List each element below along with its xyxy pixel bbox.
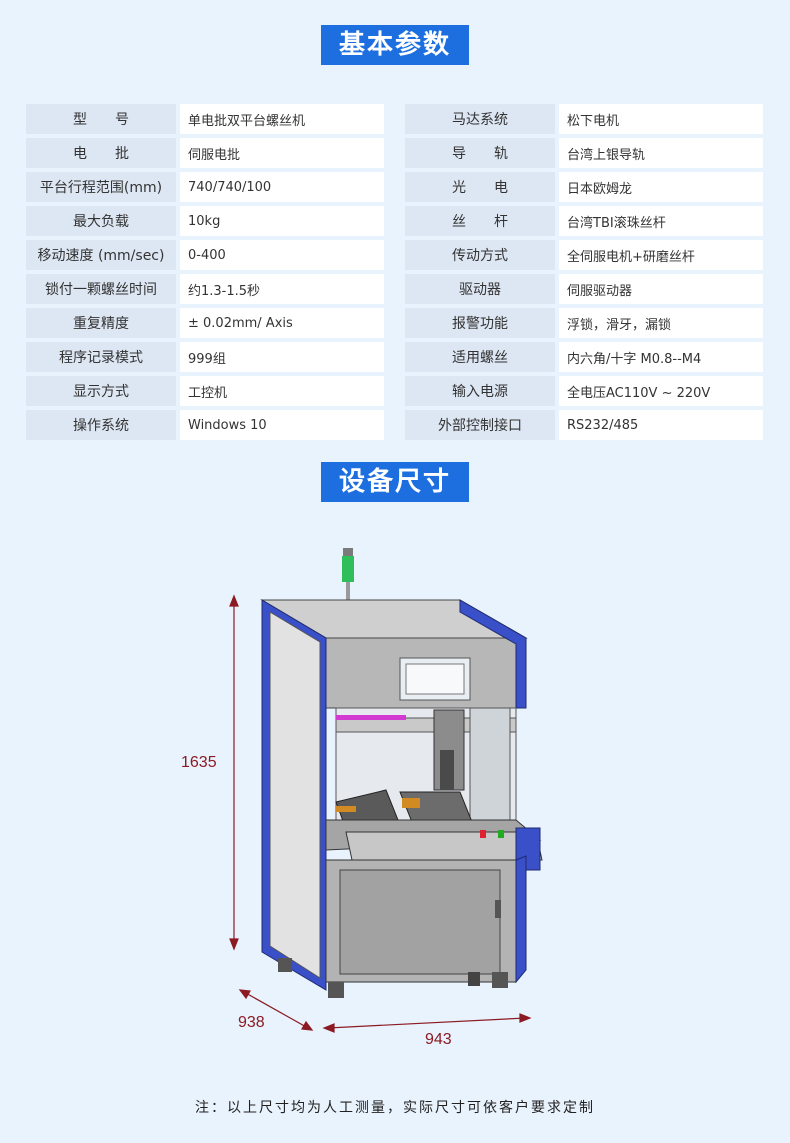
spec-label: 程序记录模式: [26, 342, 176, 372]
spec-value: 工控机: [180, 376, 384, 406]
spec-label: 操作系统: [26, 410, 176, 440]
spec-value: 台湾TBI滚珠丝杆: [559, 206, 763, 236]
spec-row: 平台行程范围(mm)740/740/100: [26, 172, 384, 202]
spec-label: 型 号: [26, 104, 176, 134]
spec-row: 报警功能浮锁，滑牙，漏锁: [405, 308, 763, 338]
spec-label: 输入电源: [405, 376, 555, 406]
dimension-arrows: [229, 594, 532, 1033]
spec-label: 适用螺丝: [405, 342, 555, 372]
spec-label: 移动速度 (mm/sec): [26, 240, 176, 270]
spec-row: 显示方式工控机: [26, 376, 384, 406]
spec-table-left: 型 号单电批双平台螺丝机电 批伺服电批平台行程范围(mm)740/740/100…: [26, 100, 384, 444]
spec-value: 全伺服电机+研磨丝杆: [559, 240, 763, 270]
spec-row: 型 号单电批双平台螺丝机: [26, 104, 384, 134]
section-title-basic-params: 基本参数: [320, 25, 470, 65]
spec-row: 电 批伺服电批: [26, 138, 384, 168]
dimension-depth: 938: [238, 1014, 265, 1031]
spec-label: 显示方式: [26, 376, 176, 406]
spec-row: 适用螺丝内六角/十字 M0.8--M4: [405, 342, 763, 372]
spec-value: 约1.3-1.5秒: [180, 274, 384, 304]
spec-label: 最大负载: [26, 206, 176, 236]
spec-value: 伺服电批: [180, 138, 384, 168]
spec-value: RS232/485: [559, 410, 763, 440]
spec-label: 报警功能: [405, 308, 555, 338]
spec-value: Windows 10: [180, 410, 384, 440]
spec-value: ± 0.02mm/ Axis: [180, 308, 384, 338]
spec-value: 台湾上银导轨: [559, 138, 763, 168]
spec-value: 0-400: [180, 240, 384, 270]
spec-table-right: 马达系统松下电机导 轨台湾上银导轨光 电日本欧姆龙丝 杆台湾TBI滚珠丝杆传动方…: [405, 100, 763, 444]
spec-value: 单电批双平台螺丝机: [180, 104, 384, 134]
spec-value: 日本欧姆龙: [559, 172, 763, 202]
spec-row: 重复精度± 0.02mm/ Axis: [26, 308, 384, 338]
section-title-dimensions: 设备尺寸: [320, 462, 470, 502]
spec-label: 丝 杆: [405, 206, 555, 236]
spec-row: 驱动器伺服驱动器: [405, 274, 763, 304]
spec-row: 丝 杆台湾TBI滚珠丝杆: [405, 206, 763, 236]
spec-value: 10kg: [180, 206, 384, 236]
spec-label: 传动方式: [405, 240, 555, 270]
spec-value: 全电压AC110V ~ 220V: [559, 376, 763, 406]
spec-value: 浮锁，滑牙，漏锁: [559, 308, 763, 338]
spec-label: 光 电: [405, 172, 555, 202]
dimension-height: 1635: [181, 754, 217, 771]
spec-row: 锁付一颗螺丝时间约1.3-1.5秒: [26, 274, 384, 304]
spec-label: 平台行程范围(mm): [26, 172, 176, 202]
spec-row: 导 轨台湾上银导轨: [405, 138, 763, 168]
spec-label: 电 批: [26, 138, 176, 168]
machine-illustration: [229, 548, 543, 1033]
spec-row: 移动速度 (mm/sec)0-400: [26, 240, 384, 270]
spec-value: 内六角/十字 M0.8--M4: [559, 342, 763, 372]
spec-label: 驱动器: [405, 274, 555, 304]
spec-value: 伺服驱动器: [559, 274, 763, 304]
spec-value: 999组: [180, 342, 384, 372]
spec-row: 传动方式全伺服电机+研磨丝杆: [405, 240, 763, 270]
spec-label: 马达系统: [405, 104, 555, 134]
spec-label: 导 轨: [405, 138, 555, 168]
spec-row: 输入电源全电压AC110V ~ 220V: [405, 376, 763, 406]
spec-row: 马达系统松下电机: [405, 104, 763, 134]
footnote: 注：以上尺寸均为人工测量，实际尺寸可依客户要求定制: [195, 1100, 595, 1116]
spec-value: 松下电机: [559, 104, 763, 134]
spec-row: 光 电日本欧姆龙: [405, 172, 763, 202]
spec-label: 外部控制接口: [405, 410, 555, 440]
spec-label: 重复精度: [26, 308, 176, 338]
spec-label: 锁付一颗螺丝时间: [26, 274, 176, 304]
spec-value: 740/740/100: [180, 172, 384, 202]
dimension-width: 943: [425, 1031, 452, 1048]
